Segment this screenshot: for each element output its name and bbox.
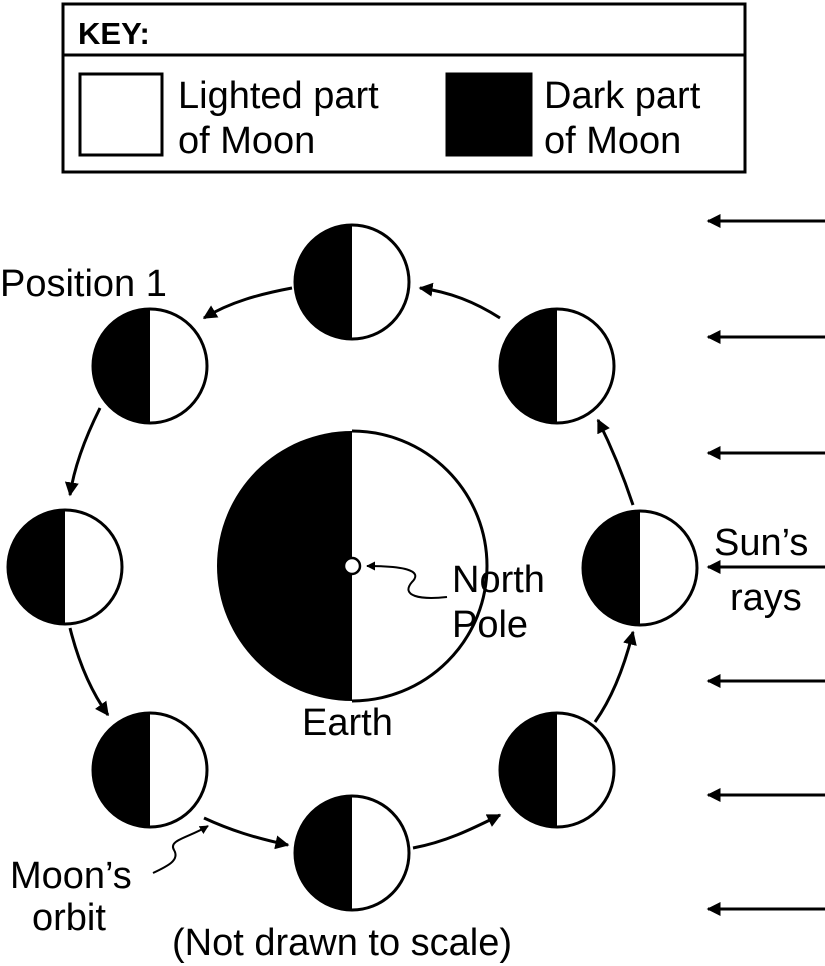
- key-box: KEY: Lighted part of Moon Dark part of M…: [61, 2, 747, 174]
- sun-rays-label-line1: Sun’s: [714, 522, 808, 564]
- dark-swatch: [445, 72, 533, 157]
- moon-position-1: [91, 307, 209, 425]
- moon-dark-half: [8, 510, 65, 624]
- moon-left: [6, 508, 124, 626]
- north-pole-pointer: [366, 561, 448, 599]
- moon-lower-left: [91, 711, 209, 829]
- dark-label-line2: of Moon: [544, 120, 681, 162]
- lighted-label-line2: of Moon: [178, 120, 315, 162]
- moon-dark-half: [500, 713, 557, 827]
- north-pole-label-line2: Pole: [452, 604, 528, 646]
- key-title: KEY:: [78, 16, 150, 51]
- orbit-arrows: [64, 282, 637, 850]
- position-1-label: Position 1: [0, 263, 167, 305]
- moon-upper-right: [498, 307, 616, 425]
- moon-dark-half: [93, 713, 150, 827]
- dark-label-line1: Dark part: [544, 75, 701, 117]
- orbit-label-line1: Moon’s: [10, 855, 132, 897]
- moon-dark-half: [583, 511, 640, 625]
- moon-right: [581, 509, 699, 627]
- orbit-pointer: [152, 825, 209, 874]
- moon-dark-half: [295, 796, 352, 910]
- moon-dark-half: [295, 225, 352, 339]
- north-pole-label-line1: North: [452, 559, 545, 601]
- sun-rays-label-line2: rays: [730, 577, 802, 619]
- moons-group: [6, 223, 699, 912]
- moon-dark-half: [500, 309, 557, 423]
- sun-rays-group: [706, 214, 825, 916]
- lighted-label-line1: Lighted part: [178, 75, 379, 117]
- lighted-swatch: [78, 72, 164, 157]
- earth: [217, 429, 489, 703]
- moon-top: [293, 223, 411, 341]
- moon-bottom: [293, 794, 411, 912]
- scale-note: (Not drawn to scale): [172, 922, 512, 964]
- moon-lower-right: [498, 711, 616, 829]
- north-pole-marker: [342, 556, 362, 576]
- orbit-label-line2: orbit: [32, 897, 106, 939]
- earth-label: Earth: [302, 702, 393, 744]
- moon-dark-half: [93, 309, 150, 423]
